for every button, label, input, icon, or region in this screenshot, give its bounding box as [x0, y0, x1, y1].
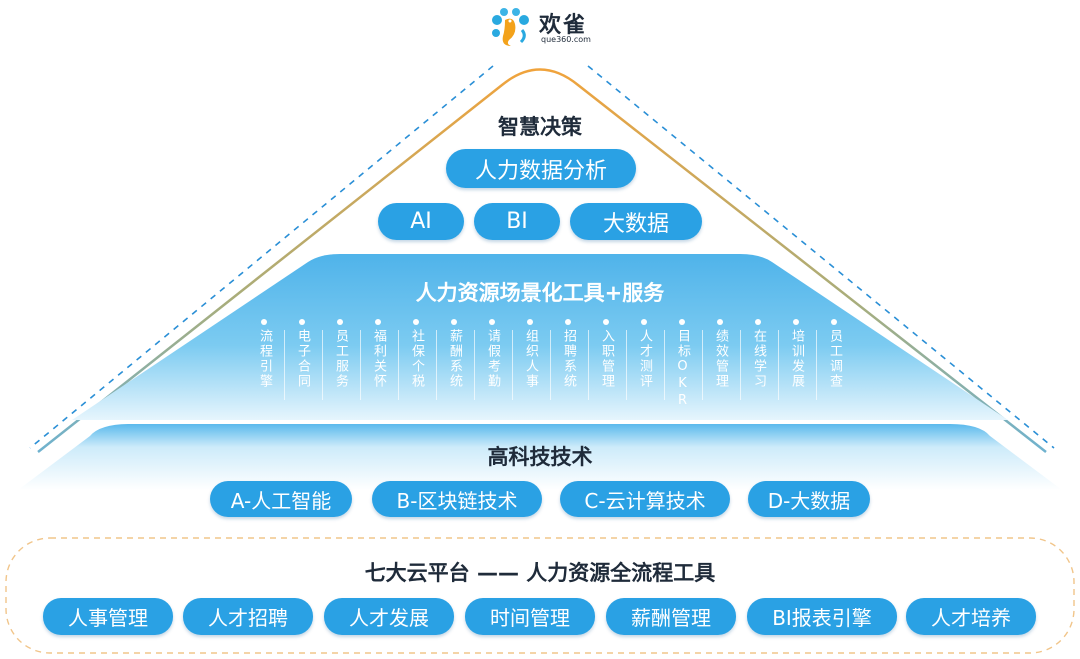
scenario-item: 绩效管理 [710, 319, 730, 389]
item-divider [284, 330, 285, 400]
scenario-item: 社保个税 [406, 319, 426, 389]
scenario-item: 招聘系统 [558, 319, 578, 389]
pill-cloud-computing: C-云计算技术 [560, 481, 730, 517]
outer-dashed-right [587, 65, 1055, 449]
scenario-item: 培训发展 [786, 319, 806, 389]
pill-bi-report-engine: BI报表引擎 [747, 598, 897, 635]
pill-big-data-tech: D-大数据 [748, 481, 870, 517]
scenario-item: 流程引擎 [254, 319, 274, 389]
pill-talent-cultivation: 人才培养 [906, 598, 1036, 635]
scenario-item: 组织人事 [520, 319, 540, 389]
pill-payroll-management: 薪酬管理 [606, 598, 736, 635]
tier4-title: 七大云平台 —— 人力资源全流程工具 [364, 561, 716, 585]
apex-arc [37, 68, 1047, 453]
item-divider [664, 330, 665, 400]
scenario-item: 目标OKR [672, 319, 692, 410]
pill-ai: AI [378, 203, 464, 240]
scenario-item: 电子合同 [292, 319, 312, 389]
logo-bird-icon [492, 8, 529, 46]
pill-recruitment: 人才招聘 [183, 598, 313, 635]
pill-big-data: 大数据 [570, 203, 702, 240]
pill-artificial-intelligence: A-人工智能 [210, 481, 352, 517]
scenario-item: 入职管理 [596, 319, 616, 389]
item-divider [626, 330, 627, 400]
tier3-title: 高科技技术 [487, 445, 593, 469]
item-divider [740, 330, 741, 400]
scenario-item: 员工调查 [824, 319, 844, 389]
pill-blockchain: B-区块链技术 [372, 481, 542, 517]
band-tech [18, 424, 1062, 490]
tier1-title: 智慧决策 [498, 115, 582, 139]
item-divider [816, 330, 817, 400]
outer-dashed-left [29, 65, 494, 449]
item-divider [360, 330, 361, 400]
item-divider [398, 330, 399, 400]
pill-hr-data-analysis: 人力数据分析 [446, 149, 636, 188]
pill-personnel-management: 人事管理 [43, 598, 173, 635]
item-divider [322, 330, 323, 400]
tier2-title: 人力资源场景化工具+服务 [415, 281, 665, 305]
pill-talent-development: 人才发展 [324, 598, 454, 635]
item-divider [512, 330, 513, 400]
pill-time-management: 时间管理 [465, 598, 595, 635]
band-scenario [72, 254, 1008, 420]
item-divider [588, 330, 589, 400]
logo-domain: que360.com [541, 35, 591, 44]
item-divider [550, 330, 551, 400]
item-divider [474, 330, 475, 400]
platform-box [5, 537, 1075, 654]
scenario-item: 人才测评 [634, 319, 654, 389]
pill-bi: BI [474, 203, 560, 240]
scenario-item: 在线学习 [748, 319, 768, 389]
item-divider [778, 330, 779, 400]
logo: 欢雀 que360.com [489, 4, 599, 48]
item-divider [702, 330, 703, 400]
scenario-item: 员工服务 [330, 319, 350, 389]
scenario-item: 请假考勤 [482, 319, 502, 389]
logo-name: 欢雀 [539, 13, 588, 38]
item-divider [436, 330, 437, 400]
scenario-item: 薪酬系统 [444, 319, 464, 389]
scenario-item: 福利关怀 [368, 319, 388, 389]
